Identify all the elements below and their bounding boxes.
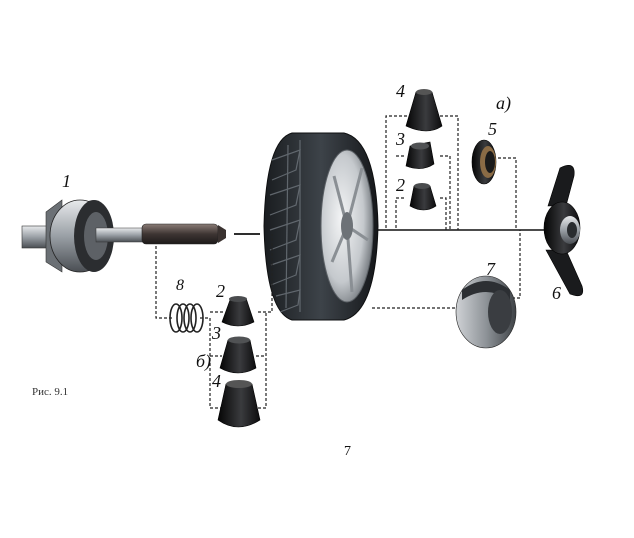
label-part-8: 8 [176,277,184,294]
label-part-1: 1 [62,171,71,191]
cone-2-top [409,183,437,211]
cone-4-bottom [217,380,261,428]
ring-5 [471,139,497,185]
cone-4-top [405,89,443,132]
cone-3-top [405,141,435,169]
label-part-3-top: 3 [396,129,405,149]
label-part-3-bottom: 3 [212,323,221,343]
tire-tread [269,140,301,313]
cone-2-bottom [221,296,255,327]
wing-nut-6 [543,165,584,297]
cap-link-lines [372,230,521,309]
shaft-assembly [21,199,226,273]
label-part-7: 7 [486,259,495,279]
group-b-bracket [155,234,273,409]
cap-7 [455,275,517,349]
label-part-2-top: 2 [396,175,405,195]
cone-3-bottom [219,336,257,374]
group-a-bracket [385,115,517,230]
page-number: 7 [344,444,351,459]
figure-caption: Рис. 9.1 [32,386,69,398]
spring-8 [169,303,204,333]
label-part-2-bottom: 2 [216,281,225,301]
label-part-6: 6 [552,283,561,303]
label-part-5: 5 [488,119,497,139]
label-group-a: а) [496,93,511,113]
label-part-4-top: 4 [396,81,405,101]
label-part-4-bottom: 4 [212,371,221,391]
label-group-b: б) [196,351,212,371]
tire-wheel [263,132,379,321]
